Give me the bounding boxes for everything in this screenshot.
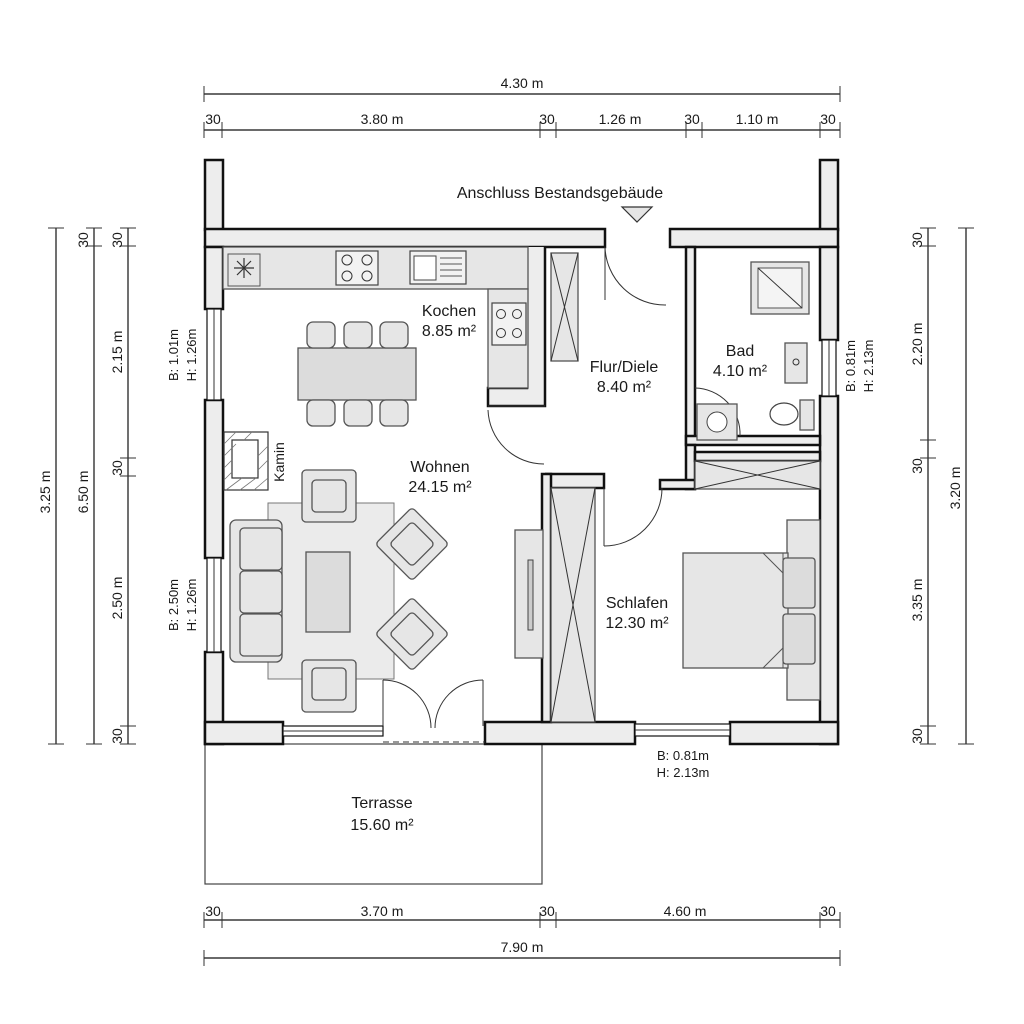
wohnen-name: Wohnen xyxy=(410,459,469,476)
dim-right-inner-0: 30 xyxy=(909,232,925,248)
dim-left-middle: 6.50 m xyxy=(75,471,91,514)
fireplace-icon xyxy=(223,431,269,491)
flur-cabinet xyxy=(550,252,579,362)
kamin-label: Kamin xyxy=(271,442,287,482)
schlafen-area: 12.30 m² xyxy=(605,615,669,632)
dim-right-outer: 3.20 m xyxy=(947,467,963,510)
bottom-dimensions: 30 3.70 m 30 4.60 m 30 7.90 m xyxy=(203,903,841,966)
dim-top-2: 30 xyxy=(539,111,555,127)
dim-top-0: 30 xyxy=(205,111,221,127)
dim-top-6: 30 xyxy=(820,111,836,127)
existing-building-walls: Anschluss Bestandsgebäude xyxy=(203,158,840,232)
dim-right-inner-2: 30 xyxy=(909,458,925,474)
window-labels: B: 1.01m H: 1.26m B: 2.50m H: 1.26m B: 0… xyxy=(166,329,876,780)
dim-left-inner-3: 2.50 m xyxy=(109,577,125,620)
dim-top-1: 3.80 m xyxy=(361,111,404,127)
right-dimensions: 30 2.20 m 30 3.35 m 30 3.20 m xyxy=(909,227,974,745)
window-left-lower-b: B: 2.50m xyxy=(166,579,181,631)
top-dimensions: 4.30 m 30 3.80 m 30 1.26 m 30 1.10 m 30 xyxy=(203,75,841,138)
living-furniture xyxy=(229,469,544,713)
kitchen-counter xyxy=(222,246,529,389)
kochen-area: 8.85 m² xyxy=(422,323,477,340)
dim-top-total: 4.30 m xyxy=(501,75,544,91)
schlafen-name: Schlafen xyxy=(606,595,668,612)
terrace: Terrasse 15.60 m² xyxy=(204,743,543,885)
fan-icon xyxy=(234,258,254,278)
dim-bottom-1: 3.70 m xyxy=(361,903,404,919)
terrasse-area: 15.60 m² xyxy=(350,817,414,834)
sink-icon xyxy=(409,250,467,285)
dim-bottom-total: 7.90 m xyxy=(501,939,544,955)
dim-left-outer: 3.25 m xyxy=(37,471,53,514)
bad-name: Bad xyxy=(726,343,754,360)
left-dimensions: 3.25 m 6.50 m 30 30 2.15 m 30 2.50 m 30 xyxy=(37,227,136,745)
wohnen-area: 24.15 m² xyxy=(408,479,472,496)
window-left-upper-b: B: 1.01m xyxy=(166,329,181,381)
window-bottom-h: H: 2.13m xyxy=(657,765,710,780)
dim-top-4: 30 xyxy=(684,111,700,127)
dim-bottom-2: 30 xyxy=(539,903,555,919)
doors xyxy=(382,246,741,743)
dim-right-inner-3: 3.35 m xyxy=(909,579,925,622)
dim-bottom-0: 30 xyxy=(205,903,221,919)
dim-left-inner-2: 30 xyxy=(109,460,125,476)
connection-label: Anschluss Bestandsgebäude xyxy=(457,185,663,202)
dim-left-inner-1: 2.15 m xyxy=(109,331,125,374)
kochen-name: Kochen xyxy=(422,303,476,320)
window-bottom-b: B: 0.81m xyxy=(657,748,709,763)
windows xyxy=(206,308,837,737)
dim-right-inner-4: 30 xyxy=(909,728,925,744)
dim-top-5: 1.10 m xyxy=(736,111,779,127)
terrasse-name: Terrasse xyxy=(351,795,412,812)
sofa xyxy=(229,519,283,663)
flur-area: 8.40 m² xyxy=(597,379,652,396)
exterior-walls xyxy=(203,227,840,746)
window-right-bad-b: B: 0.81m xyxy=(843,340,858,392)
dim-bottom-4: 30 xyxy=(820,903,836,919)
entry-arrow-icon xyxy=(620,206,654,223)
dim-left-inner-4: 30 xyxy=(109,728,125,744)
dim-top-3: 1.26 m xyxy=(599,111,642,127)
room-labels: Kochen 8.85 m² Flur/Diele 8.40 m² Bad 4.… xyxy=(408,303,767,632)
dining-table xyxy=(297,321,417,427)
dim-left-inner-0: 30 xyxy=(109,232,125,248)
window-right-bad-h: H: 2.13m xyxy=(861,340,876,393)
wardrobe xyxy=(550,460,821,723)
bad-area: 4.10 m² xyxy=(713,363,768,380)
bed xyxy=(682,519,821,701)
dim-bottom-3: 4.60 m xyxy=(664,903,707,919)
cooktop-icon xyxy=(335,250,379,286)
bathroom-fixtures xyxy=(696,261,815,441)
window-left-lower-h: H: 1.26m xyxy=(184,579,199,632)
window-left-upper-h: H: 1.26m xyxy=(184,329,199,382)
oven-icon xyxy=(491,302,527,346)
dim-left-top-extra: 30 xyxy=(75,232,91,248)
dim-right-inner-1: 2.20 m xyxy=(909,323,925,366)
flur-name: Flur/Diele xyxy=(590,359,659,376)
